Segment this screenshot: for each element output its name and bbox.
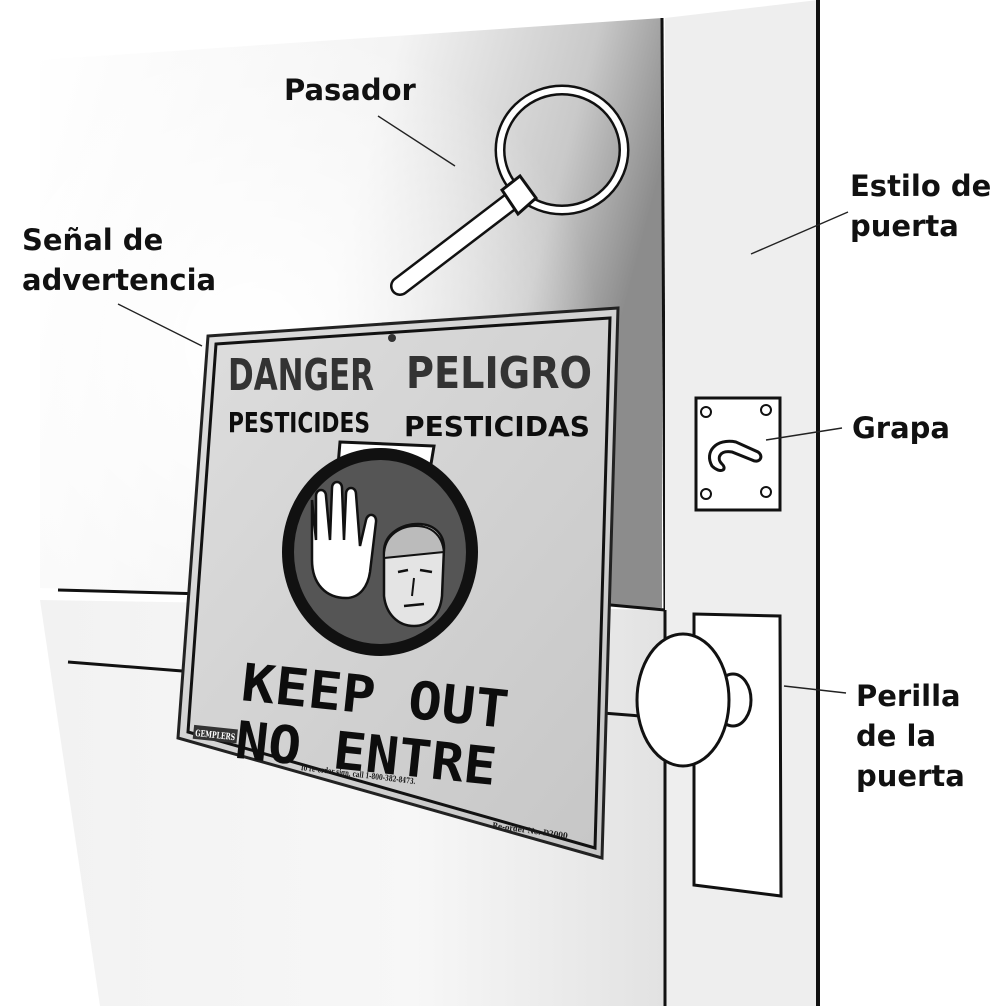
- pin: [390, 84, 630, 296]
- label-grapa: Grapa: [852, 411, 950, 445]
- sign-pesticidas: PESTICIDAS: [404, 410, 590, 443]
- label-perilla-line1: Perilla: [856, 679, 961, 713]
- sign-brand: GEMPLERS: [195, 729, 236, 743]
- door-rail: [57, 588, 206, 596]
- label-pasador: Pasador: [284, 73, 417, 107]
- sign-brand-box: [192, 724, 238, 744]
- sign-peligro: PELIGRO: [406, 348, 592, 399]
- warning-sign: DANGER PELIGRO PESTICIDES PESTICIDAS KEE…: [176, 306, 620, 860]
- label-estilo-line1: Estilo de: [850, 169, 991, 203]
- leader-estilo: [750, 211, 849, 255]
- callout-labels: Pasador Señal de advertencia Estilo de p…: [22, 73, 991, 793]
- label-senal-line2: advertencia: [22, 263, 216, 297]
- hasp: [694, 396, 782, 512]
- leader-pasador: [377, 115, 456, 167]
- label-estilo-line2: puerta: [850, 209, 959, 243]
- face-icon: [382, 522, 446, 628]
- label-perilla-line2: de la: [856, 719, 936, 753]
- leader-senal: [117, 303, 203, 347]
- hand-icon: [310, 480, 378, 600]
- sign-pesticides: PESTICIDES: [228, 406, 370, 439]
- leader-lines: [117, 115, 849, 694]
- leader-perilla: [783, 685, 847, 694]
- door-knob: [635, 612, 783, 898]
- label-senal-line1: Señal de: [22, 223, 163, 257]
- label-perilla-line3: puerta: [856, 759, 965, 793]
- panel-edge: [660, 17, 667, 611]
- door-rail: [67, 660, 196, 674]
- sign-danger: DANGER: [228, 350, 374, 401]
- leader-grapa: [765, 427, 843, 441]
